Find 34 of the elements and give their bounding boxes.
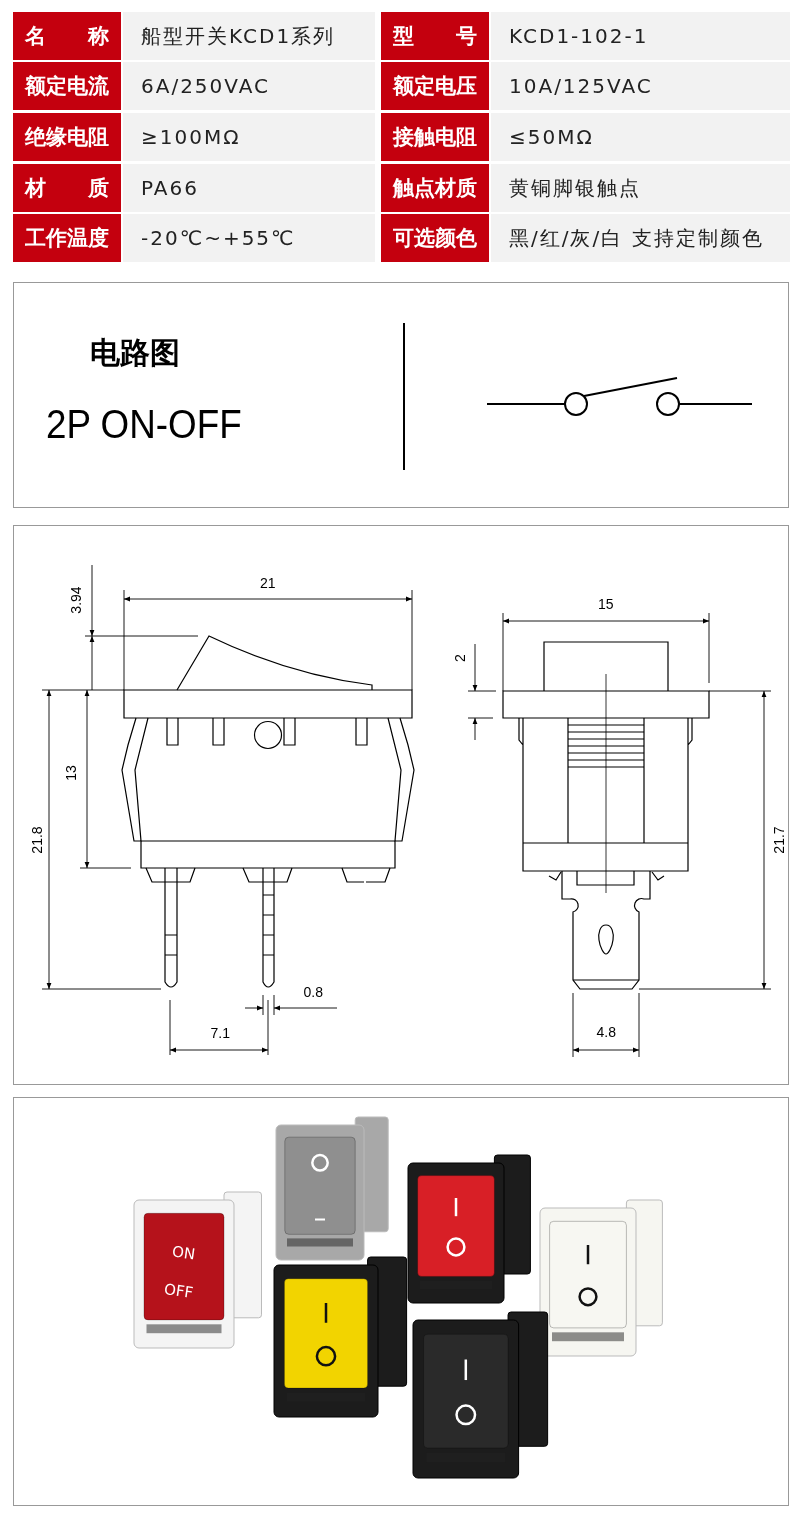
- spec-value-cell: -20℃~+55℃: [123, 214, 375, 262]
- dimension-label: 3.94: [68, 586, 83, 614]
- switch-marking: ON: [171, 1244, 196, 1263]
- spec-value-cell: 黄铜脚银触点: [491, 164, 790, 212]
- spec-name-cell: 工作温度: [13, 214, 121, 262]
- spec-name-cell: 触点材质: [381, 164, 489, 212]
- spec-name-cell: 名 称: [13, 12, 121, 60]
- dimension-label: 7.1: [210, 1026, 230, 1040]
- spec-value-cell: 船型开关KCD1系列: [123, 12, 375, 60]
- spec-value-cell: ≤50MΩ: [491, 113, 790, 161]
- spec-name-cell: 绝缘电阻: [13, 113, 121, 161]
- dimension-label: 15: [598, 597, 614, 611]
- spec-name-cell: 型 号: [381, 12, 489, 60]
- dimension-label: 2: [452, 654, 467, 662]
- dimension-label: 21: [260, 576, 276, 590]
- dimension-label: 4.8: [596, 1025, 616, 1039]
- section-label: 电路图: [90, 338, 180, 368]
- switch-marking: OFF: [163, 1282, 194, 1301]
- spec-name-cell: 接触电阻: [381, 113, 489, 161]
- spec-value-cell: KCD1-102-1: [491, 12, 790, 60]
- spec-value-cell: PA66: [123, 164, 375, 212]
- switch-type-label: 2P ON-OFF: [46, 404, 242, 444]
- dimension-label: 13: [63, 765, 78, 781]
- spec-name-cell: 额定电压: [381, 62, 489, 110]
- spec-value-cell: 6A/250VAC: [123, 62, 375, 110]
- spec-value-cell: ≥100MΩ: [123, 113, 375, 161]
- spec-name-cell: 可选颜色: [381, 214, 489, 262]
- spec-name-cell: 额定电流: [13, 62, 121, 110]
- spec-name-cell: 材 质: [13, 164, 121, 212]
- dimension-label: 0.8: [303, 985, 323, 999]
- dimension-label: 21.7: [771, 826, 786, 854]
- dimension-label: 21.8: [29, 826, 44, 854]
- spec-value-cell: 10A/125VAC: [491, 62, 790, 110]
- spec-value-cell: 黑/红/灰/白 支持定制颜色: [491, 214, 790, 262]
